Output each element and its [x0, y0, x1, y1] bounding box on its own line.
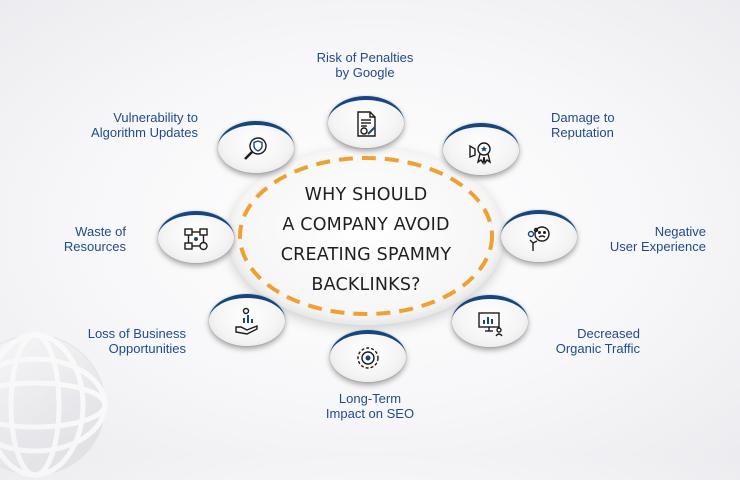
center-title-line: CREATING SPAMMY	[280, 245, 452, 265]
node-loss-of-business-opportunities	[209, 294, 285, 346]
label-line: Negative	[654, 224, 706, 239]
hand-dollar-icon	[235, 307, 258, 335]
label-line: by Google	[335, 65, 395, 80]
label-line: Loss of Business	[87, 326, 186, 341]
label-line: Organic Traffic	[555, 341, 640, 356]
analytics-screen-icon	[478, 312, 503, 337]
sad-face-icon	[527, 226, 550, 251]
label-line: Vulnerability to	[113, 110, 198, 125]
label-line: Algorithm Updates	[91, 125, 198, 140]
node-long-term-impact-on-seo	[330, 330, 406, 382]
label-line: Decreased	[577, 326, 640, 341]
label-loss-of-business-opportunities: Loss of Business Opportunities	[60, 326, 186, 356]
label-line: Risk of Penalties	[316, 50, 414, 65]
center-title-line: WHY SHOULD	[304, 185, 428, 205]
label-line: Damage to	[551, 110, 615, 125]
center-title-line: BACKLINKS?	[311, 275, 421, 295]
search-shield-icon	[244, 137, 267, 160]
label-line: Resources	[63, 239, 126, 254]
node-negative-user-experience	[501, 210, 577, 262]
document-penalty-icon	[357, 111, 376, 137]
globe-watermark-icon	[0, 332, 108, 478]
label-line: Opportunities	[108, 341, 186, 356]
label-long-term-impact-on-seo: Long-Term Impact on SEO	[300, 391, 440, 421]
label-waste-of-resources: Waste of Resources	[28, 224, 126, 254]
target-gear-icon	[357, 347, 379, 369]
label-line: Impact on SEO	[325, 406, 415, 421]
center-title: WHY SHOULD A COMPANY AVOID CREATING SPAM…	[260, 180, 472, 300]
label-line: Long-Term	[338, 391, 402, 406]
label-damage-to-reputation: Damage to Reputation	[551, 110, 661, 140]
label-negative-user-experience: Negative User Experience	[590, 224, 706, 254]
label-line: User Experience	[609, 239, 706, 254]
label-line: Waste of	[75, 224, 126, 239]
node-decreased-organic-traffic	[452, 295, 528, 347]
label-risk-of-penalties: Risk of Penalties by Google	[295, 50, 435, 80]
node-damage-to-reputation	[443, 123, 519, 175]
node-risk-of-penalties	[328, 96, 404, 148]
center-title-line: A COMPANY AVOID	[282, 215, 450, 235]
label-vulnerability-to-algorithm-updates: Vulnerability to Algorithm Updates	[48, 110, 198, 140]
label-decreased-organic-traffic: Decreased Organic Traffic	[530, 326, 640, 356]
award-badge-icon	[469, 142, 492, 165]
label-line: Reputation	[551, 125, 614, 140]
network-flow-icon	[184, 228, 208, 251]
node-waste-of-resources	[158, 211, 234, 263]
node-vulnerability-to-algorithm-updates	[218, 121, 294, 173]
